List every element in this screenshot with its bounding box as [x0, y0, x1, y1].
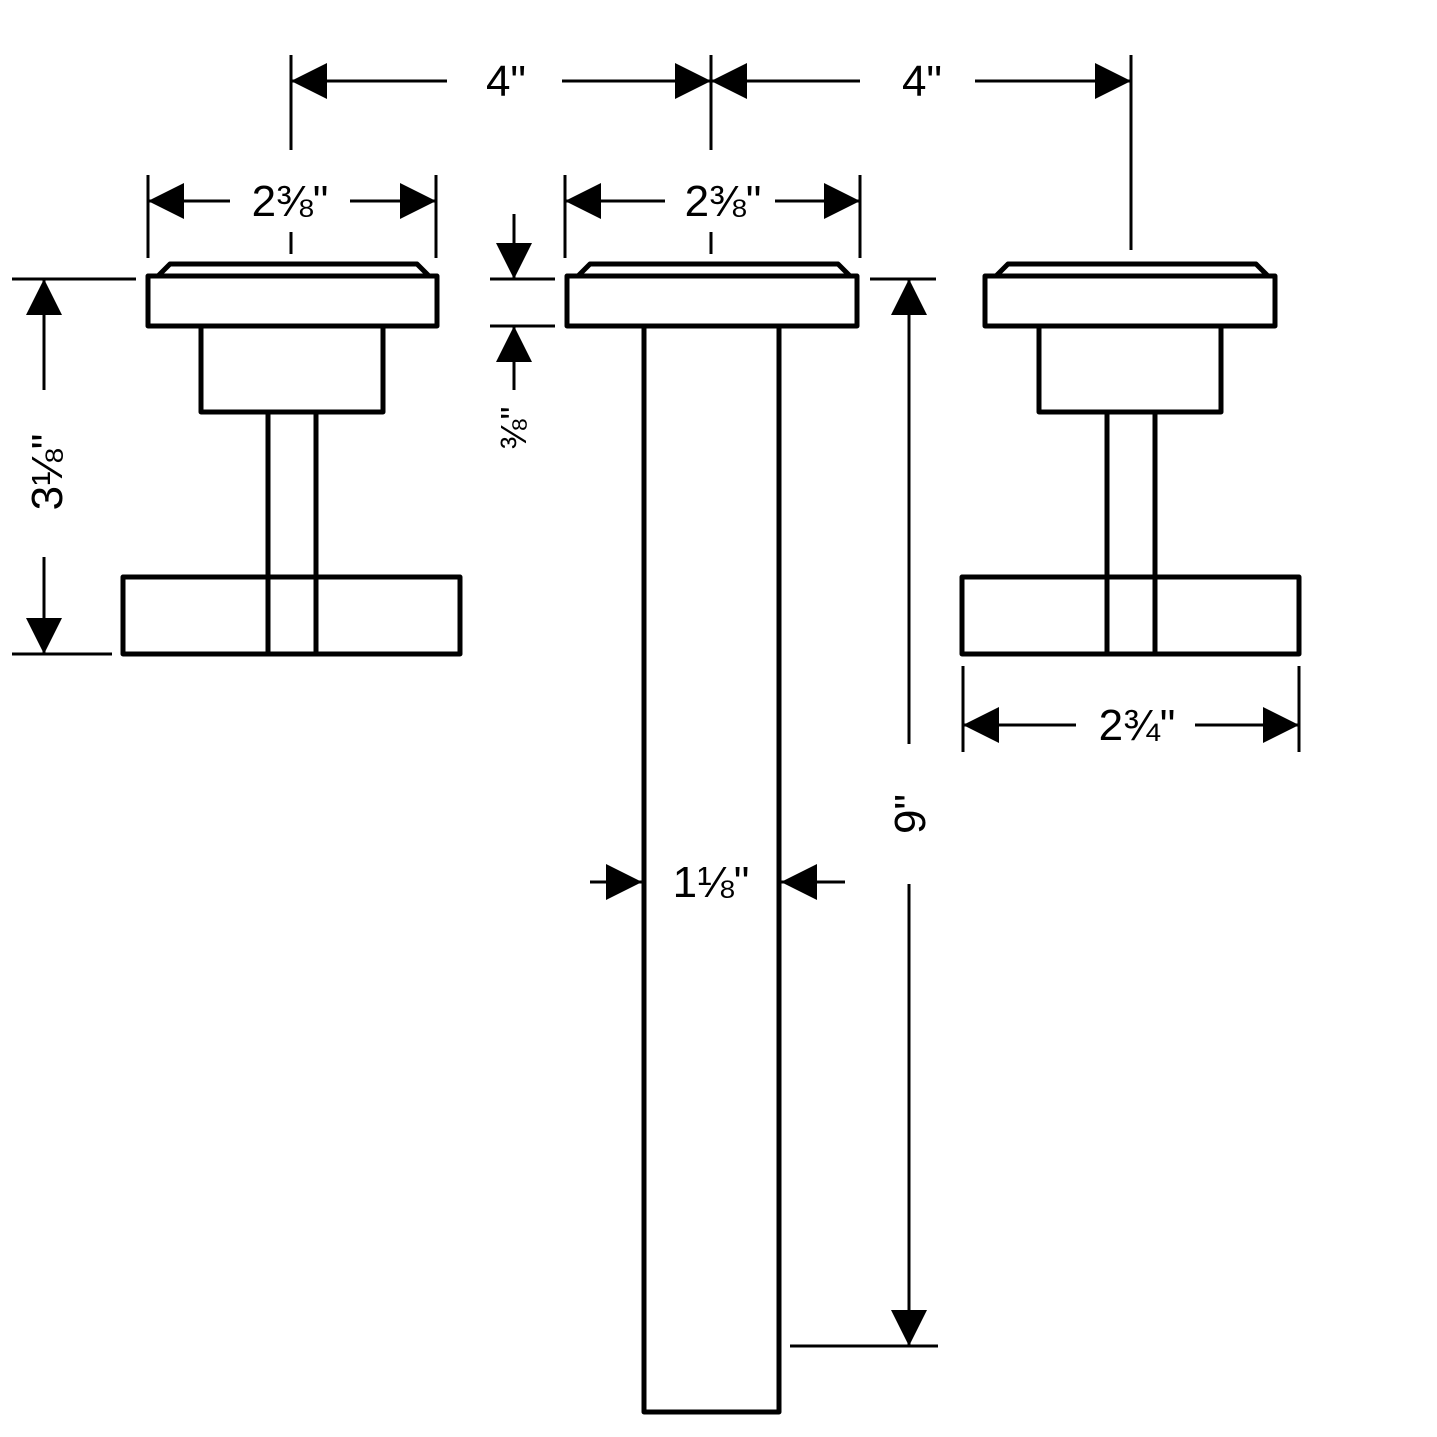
spout [564, 261, 860, 1415]
left-handle-flange [145, 273, 440, 329]
arrowhead [824, 183, 860, 219]
arrowhead [963, 707, 999, 743]
dim-label-left-handle-height: 3⅛" [23, 434, 72, 511]
dimension-spout-width: 1⅛" [590, 858, 845, 907]
arrowhead [26, 279, 62, 315]
spout-body [641, 323, 782, 1415]
dim-label-left-handle-width: 2⅜" [252, 177, 329, 226]
dim-label-right-handle-width: 2¾" [1099, 701, 1176, 750]
arrowhead [148, 183, 184, 219]
left-handle-lever [120, 574, 463, 657]
dim-label-flange-thickness: ⅜" [493, 407, 534, 450]
arrowhead [291, 63, 327, 99]
arrowhead [606, 864, 642, 900]
left-handle-body [198, 323, 386, 415]
arrowhead [675, 63, 711, 99]
spout-flange-bevel [575, 261, 853, 279]
dimension-spout-flange-width: 2⅜" [563, 175, 862, 258]
arrowhead [1095, 63, 1131, 99]
dim-label-spout-width: 1⅛" [673, 858, 750, 907]
dimension-left-handle-width: 2⅜" [146, 175, 438, 258]
right-handle [959, 261, 1302, 657]
arrowhead [26, 618, 62, 654]
dim-label-spout-flange-width: 2⅜" [685, 177, 762, 226]
right-handle-body [1036, 323, 1224, 415]
left-handle [120, 261, 463, 657]
dimension-spout-length: 9" [790, 277, 938, 1348]
dimension-spacing: 4" 4" [289, 55, 1133, 250]
right-handle-flange [982, 273, 1278, 329]
dim-label-spout-length: 9" [886, 794, 935, 834]
right-handle-lever [959, 574, 1302, 657]
dimension-right-handle-width: 2¾" [961, 666, 1301, 752]
arrowhead [400, 183, 436, 219]
arrowhead [711, 63, 747, 99]
arrowhead [891, 1310, 927, 1346]
arrowhead [891, 279, 927, 315]
left-handle-flange-bevel [155, 261, 432, 279]
dimension-left-handle-height: 3⅛" [12, 277, 136, 656]
arrowhead [496, 243, 532, 279]
dim-label-spacing-right: 4" [902, 57, 942, 106]
spout-flange [564, 273, 860, 329]
arrowhead [565, 183, 601, 219]
arrowhead [781, 864, 817, 900]
arrowhead [1263, 707, 1299, 743]
dimension-flange-thickness: ⅜" [490, 214, 555, 449]
dim-label-spacing-left: 4" [486, 57, 526, 106]
arrowhead [496, 326, 532, 362]
right-handle-flange-bevel [993, 261, 1271, 279]
